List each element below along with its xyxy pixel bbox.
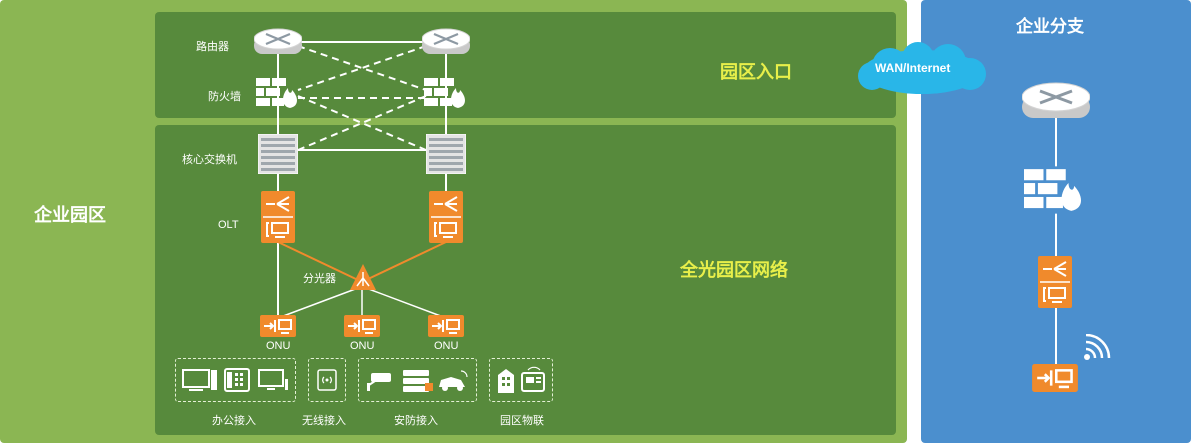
splitter-label: 分光器 [303, 273, 336, 285]
splitter-icon [350, 264, 376, 290]
monitor-icon [258, 369, 288, 390]
iot-access-label: 园区物联 [500, 415, 544, 427]
wireless-ap-icon [317, 369, 337, 391]
camera-icon [367, 373, 391, 391]
dashed-link [297, 95, 427, 151]
onu-label: ONU [350, 340, 375, 352]
wireless-access-group [308, 358, 346, 402]
onu-icon [428, 315, 464, 337]
nvr-icon [403, 370, 433, 392]
olt-label: OLT [218, 219, 239, 231]
phone-icon [224, 368, 250, 392]
olt-icon [1038, 256, 1072, 308]
wireless-access-label: 无线接入 [302, 415, 346, 427]
wifi-icon [1084, 334, 1111, 360]
router-label: 路由器 [196, 41, 229, 53]
dashed-link [297, 45, 427, 91]
onu-icon [344, 315, 380, 337]
pc-icon [182, 369, 217, 391]
network-zone-label: 全光园区网络 [680, 260, 788, 280]
wan-cloud-icon [858, 42, 986, 94]
onu-icon [260, 315, 296, 337]
pon-line [365, 241, 447, 281]
iot-terminal-icon [521, 366, 545, 392]
security-access-label: 安防接入 [394, 415, 438, 427]
drop-line [365, 287, 447, 319]
security-access-group [358, 358, 477, 402]
drop-line [277, 287, 359, 319]
onu-label: ONU [434, 340, 459, 352]
branch-title: 企业分支 [1016, 17, 1084, 36]
router-icon [254, 28, 302, 54]
router-icon [422, 28, 470, 54]
firewall-icon [424, 78, 465, 108]
wan-label: WAN/Internet [875, 61, 951, 75]
firewall-icon [256, 78, 297, 108]
car-icon [439, 370, 468, 391]
dashed-link [297, 95, 427, 151]
entry-zone-label: 园区入口 [720, 62, 792, 82]
firewall-label: 防火墙 [208, 91, 241, 103]
core-switch-icon [258, 134, 298, 174]
office-access-label: 办公接入 [212, 415, 256, 427]
pon-line [277, 241, 359, 281]
campus-title: 企业园区 [34, 205, 106, 225]
dashed-link [297, 45, 427, 91]
olt-icon [261, 191, 295, 243]
iot-access-group [489, 358, 553, 402]
onu-label: ONU [266, 340, 291, 352]
olt-icon [429, 191, 463, 243]
building-icon [498, 369, 514, 393]
firewall-icon [1024, 166, 1088, 214]
router-icon [1022, 82, 1090, 118]
core-switch-label: 核心交换机 [182, 154, 237, 166]
office-access-group [175, 358, 296, 402]
core-switch-icon [426, 134, 466, 174]
onu-icon [1032, 364, 1078, 392]
